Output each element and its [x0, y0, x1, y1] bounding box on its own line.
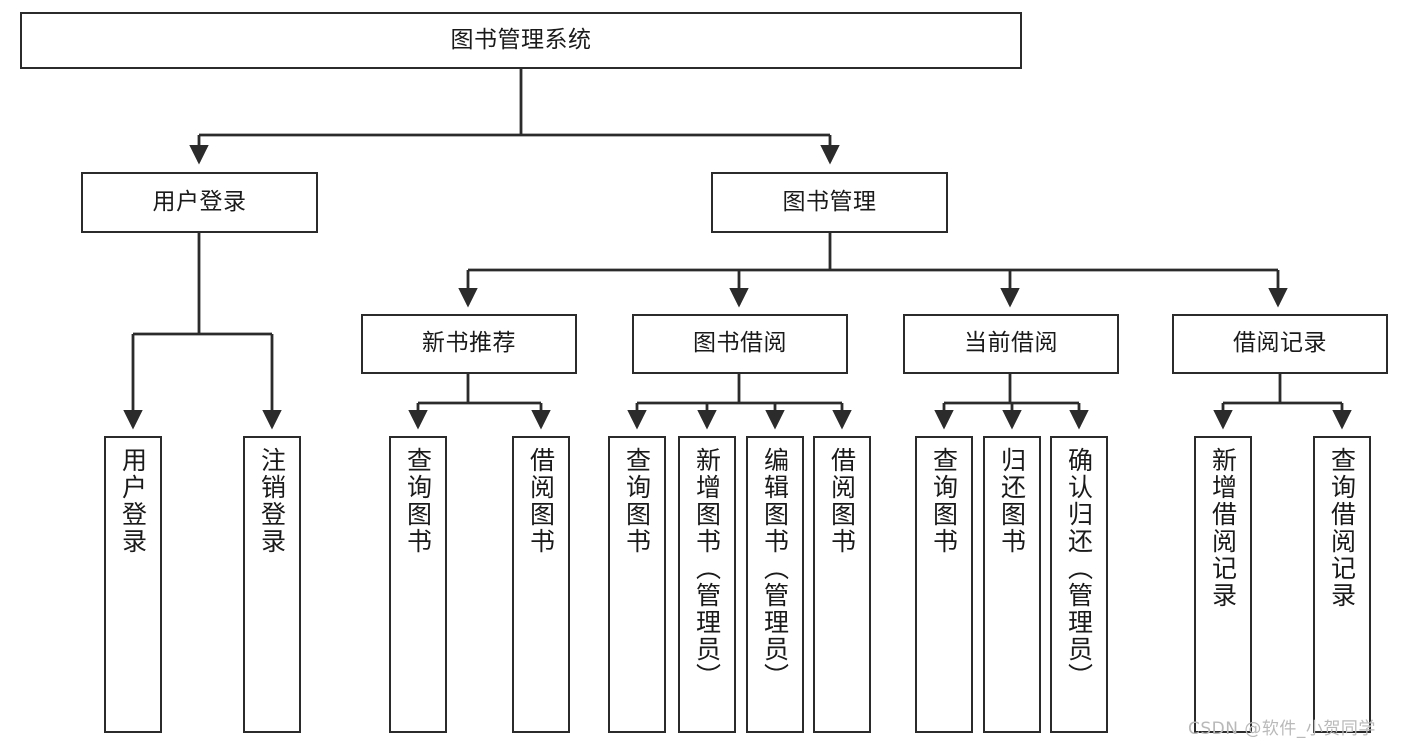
leaf-logout[interactable]: 注销登录	[243, 436, 301, 733]
leaf-confirm-return-admin[interactable]: 确认归还（管理员）	[1050, 436, 1108, 733]
node-label: 新增借阅记录	[1208, 447, 1238, 609]
watermark: CSDN @软件_小贺同学	[1188, 719, 1376, 739]
leaf-query-borrow-record[interactable]: 查询借阅记录	[1313, 436, 1371, 733]
node-label: 新增图书（管理员）	[692, 447, 722, 690]
node-label: 图书管理	[782, 188, 877, 215]
node-new-book-recommendation[interactable]: 新书推荐	[361, 314, 577, 374]
leaf-borrow-book[interactable]: 借阅图书	[813, 436, 871, 733]
node-label: 图书管理系统	[450, 26, 592, 53]
node-label: 用户登录	[152, 188, 247, 215]
node-label: 查询图书	[622, 447, 652, 555]
leaf-add-book-admin[interactable]: 新增图书（管理员）	[678, 436, 736, 733]
node-root-system[interactable]: 图书管理系统	[20, 12, 1022, 69]
node-label: 当前借阅	[964, 330, 1058, 357]
leaf-add-borrow-record[interactable]: 新增借阅记录	[1194, 436, 1252, 733]
node-label: 注销登录	[257, 447, 287, 555]
node-current-borrowing[interactable]: 当前借阅	[903, 314, 1119, 374]
node-label: 确认归还（管理员）	[1064, 447, 1094, 690]
leaf-query-book-recommend[interactable]: 查询图书	[389, 436, 447, 733]
node-borrow-records[interactable]: 借阅记录	[1172, 314, 1388, 374]
node-label: 借阅记录	[1233, 330, 1327, 357]
node-label: 新书推荐	[422, 330, 516, 357]
node-user-login[interactable]: 用户登录	[81, 172, 318, 233]
leaf-edit-book-admin[interactable]: 编辑图书（管理员）	[746, 436, 804, 733]
node-label: 查询图书	[929, 447, 959, 555]
leaf-query-book-current[interactable]: 查询图书	[915, 436, 973, 733]
node-label: 查询图书	[403, 447, 433, 555]
leaf-user-login[interactable]: 用户登录	[104, 436, 162, 733]
node-label: 编辑图书（管理员）	[760, 447, 790, 690]
node-book-borrowing[interactable]: 图书借阅	[632, 314, 848, 374]
node-label: 借阅图书	[827, 447, 857, 555]
leaf-borrow-book-recommend[interactable]: 借阅图书	[512, 436, 570, 733]
node-label: 归还图书	[997, 447, 1027, 555]
leaf-return-book[interactable]: 归还图书	[983, 436, 1041, 733]
node-label: 查询借阅记录	[1327, 447, 1357, 609]
node-label: 用户登录	[118, 447, 148, 555]
leaf-query-book-borrow[interactable]: 查询图书	[608, 436, 666, 733]
node-book-management[interactable]: 图书管理	[711, 172, 948, 233]
node-label: 图书借阅	[693, 330, 787, 357]
node-label: 借阅图书	[526, 447, 556, 555]
